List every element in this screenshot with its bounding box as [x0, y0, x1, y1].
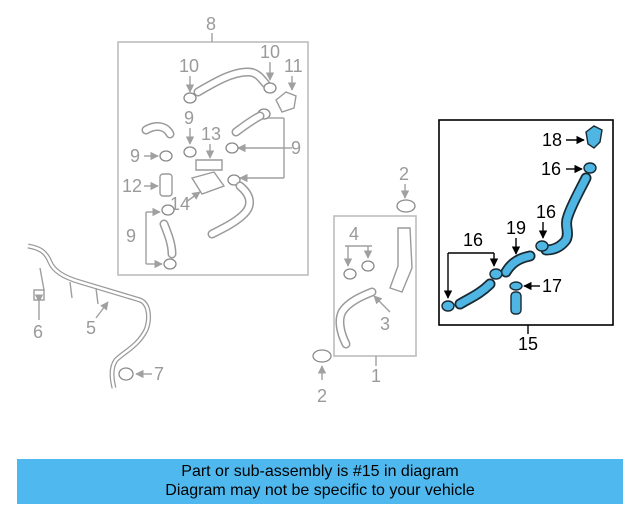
- callout-7: 7: [154, 364, 164, 384]
- plug-hose-part: [510, 291, 522, 315]
- callout-13: 13: [201, 124, 221, 144]
- reservoir-part: [190, 171, 226, 195]
- assembly-8-box: [117, 41, 309, 276]
- callout-16-left: 16: [463, 230, 483, 250]
- callout-1: 1: [371, 366, 381, 386]
- bleeder-part: [585, 125, 603, 149]
- callout-18: 18: [542, 130, 562, 150]
- pipe-part: [27, 243, 151, 389]
- callout-4: 4: [349, 224, 359, 244]
- bolt-part: [33, 289, 45, 301]
- hose-pipe-part: [389, 227, 413, 293]
- callout-8: 8: [206, 14, 216, 34]
- callout-10-right: 10: [260, 42, 280, 62]
- callout-10-left: 10: [179, 56, 199, 76]
- callout-19: 19: [506, 218, 526, 238]
- banner-line-1: Part or sub-assembly is #15 in diagram: [181, 463, 459, 480]
- callout-15: 15: [518, 334, 538, 354]
- banner-line-2: Diagram may not be specific to your vehi…: [165, 482, 475, 499]
- assembly-15-group: 15 18 16 16 19 16 17: [438, 119, 614, 354]
- callout-9-right: 9: [291, 138, 301, 158]
- assembly-8-group: 8 10 10 11 9 13 9: [117, 14, 309, 276]
- assembly-1-group: 1 2 4 3 2: [312, 164, 417, 406]
- info-banner: Part or sub-assembly is #15 in diagram D…: [17, 459, 623, 504]
- assembly-1-box: [333, 215, 417, 357]
- callout-9-bottom: 9: [126, 226, 136, 246]
- callout-2-bottom: 2: [317, 386, 327, 406]
- cap-part: [396, 199, 416, 213]
- callout-5: 5: [86, 318, 96, 338]
- clip-part: [118, 367, 134, 381]
- callout-16-right: 16: [536, 202, 556, 222]
- pipe-group: 6 5 7: [27, 243, 164, 389]
- parts-diagram: 8 10 10 11 9 13 9: [27, 14, 614, 406]
- connector-part: [275, 91, 297, 113]
- callout-6: 6: [33, 322, 43, 342]
- valve-part: [159, 173, 173, 197]
- clamp-part: [183, 92, 197, 104]
- tee-fitting-part: [195, 159, 223, 171]
- callout-12: 12: [122, 176, 142, 196]
- callout-17: 17: [542, 276, 562, 296]
- callout-2-top: 2: [399, 164, 409, 184]
- callout-14: 14: [170, 194, 190, 214]
- callout-3: 3: [380, 314, 390, 334]
- assembly-15-box: [438, 119, 614, 326]
- callout-9-left: 9: [130, 146, 140, 166]
- callout-16-top: 16: [541, 159, 561, 179]
- callout-11: 11: [284, 56, 303, 76]
- callout-9-center: 9: [184, 108, 194, 128]
